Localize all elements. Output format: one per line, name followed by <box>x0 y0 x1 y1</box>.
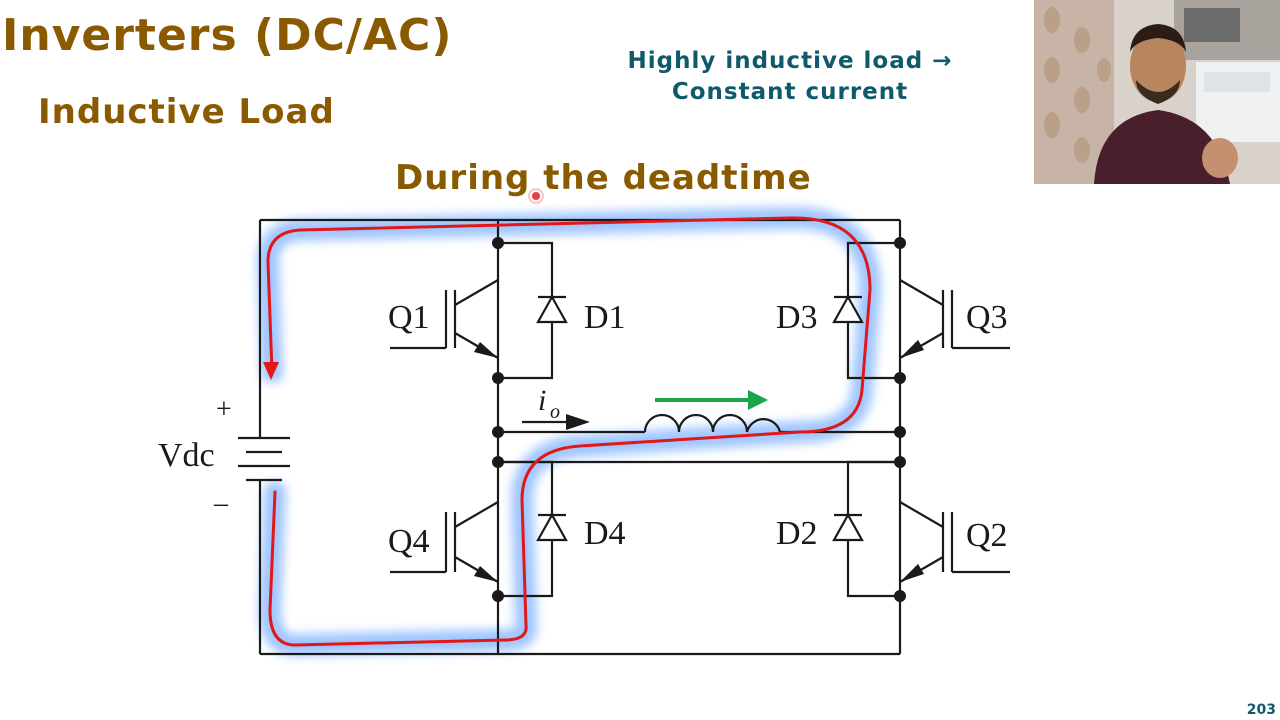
label-d2: D2 <box>776 515 818 552</box>
page-number: 203 <box>1246 702 1276 718</box>
label-minus: – <box>213 488 229 519</box>
current-path <box>266 216 872 647</box>
diode-d4-icon <box>536 512 568 542</box>
label-q1: Q1 <box>388 299 430 336</box>
label-vdc: Vdc <box>158 437 215 474</box>
label-q2: Q2 <box>966 517 1008 554</box>
presenter-video-icon <box>1034 0 1280 184</box>
laser-pointer-dot <box>532 192 540 200</box>
diode-d2-icon <box>832 512 864 542</box>
junction-dots <box>492 237 906 602</box>
label-d3: D3 <box>776 299 818 336</box>
presenter-webcam <box>1034 0 1280 184</box>
label-d1: D1 <box>584 299 626 336</box>
label-io: i <box>538 384 546 417</box>
diodes <box>536 294 864 542</box>
label-plus: + <box>216 394 232 425</box>
current-direction-arrowhead <box>748 390 768 410</box>
diode-d1-icon <box>536 294 568 324</box>
label-q3: Q3 <box>966 299 1008 336</box>
inductive-load-note: Highly inductive load → Constant current <box>600 46 980 108</box>
note-line-1: Highly inductive load → <box>627 48 953 74</box>
deadtime-heading: During the deadtime <box>395 158 812 198</box>
current-path-arrowhead <box>263 362 279 380</box>
label-io-subscript: o <box>550 401 560 423</box>
note-line-2: Constant current <box>671 79 909 105</box>
slide-title: Inverters (DC/AC) <box>2 10 453 61</box>
label-q4: Q4 <box>388 523 430 560</box>
slide-subtitle: Inductive Load <box>38 92 335 132</box>
label-d4: D4 <box>584 515 626 552</box>
emitter-arrows <box>474 340 924 582</box>
diode-d3-icon <box>832 294 864 324</box>
